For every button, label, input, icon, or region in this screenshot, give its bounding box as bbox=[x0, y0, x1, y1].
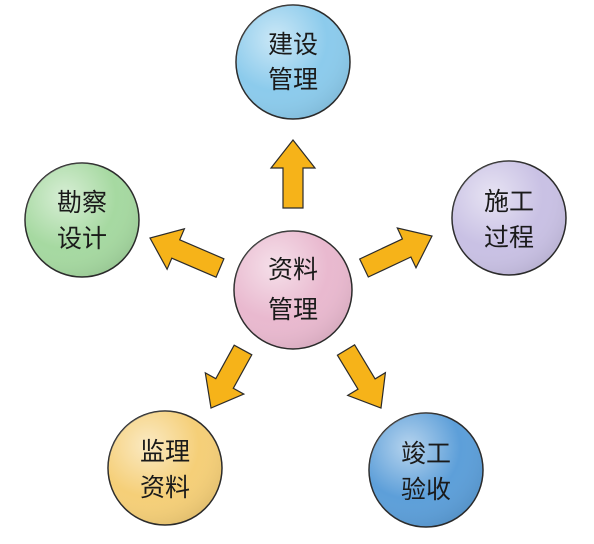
node-label-line1: 竣工 bbox=[401, 439, 451, 468]
node-label-line2: 设计 bbox=[57, 224, 107, 253]
node-shade bbox=[236, 5, 350, 119]
center-circle-shade bbox=[234, 231, 352, 349]
node-shade bbox=[452, 161, 566, 275]
arrow-to-completion-acceptance bbox=[336, 343, 387, 409]
node-shade bbox=[108, 411, 222, 525]
node-label-line1: 监理 bbox=[140, 437, 190, 466]
center-label-line1: 资料 bbox=[268, 255, 318, 284]
center-label-line2: 管理 bbox=[268, 295, 318, 324]
arrow-to-construction-management bbox=[269, 139, 317, 209]
node-shade bbox=[369, 413, 483, 527]
node-supervision-materials: 监理 资料 bbox=[107, 410, 223, 526]
node-construction-management: 建设 管理 bbox=[235, 4, 351, 120]
node-label-line2: 验收 bbox=[401, 475, 451, 504]
node-label-line2: 管理 bbox=[268, 65, 318, 94]
arrow-to-survey-design bbox=[149, 227, 225, 278]
center-node: 资料 管理 bbox=[233, 230, 353, 350]
arrow-to-construction-process bbox=[358, 227, 433, 278]
node-completion-acceptance: 竣工 验收 bbox=[368, 412, 484, 528]
node-label-line2: 过程 bbox=[484, 223, 534, 252]
arrow-to-supervision-materials bbox=[204, 344, 253, 409]
node-label-line1: 建设 bbox=[268, 30, 318, 59]
node-label-line1: 施工 bbox=[484, 187, 534, 216]
arrows-group bbox=[149, 139, 433, 409]
node-construction-process: 施工 过程 bbox=[451, 160, 567, 276]
node-label-line1: 勘察 bbox=[57, 188, 107, 217]
node-label-line2: 资料 bbox=[140, 473, 190, 502]
node-shade bbox=[25, 163, 139, 277]
node-survey-design: 勘察 设计 bbox=[24, 162, 140, 278]
